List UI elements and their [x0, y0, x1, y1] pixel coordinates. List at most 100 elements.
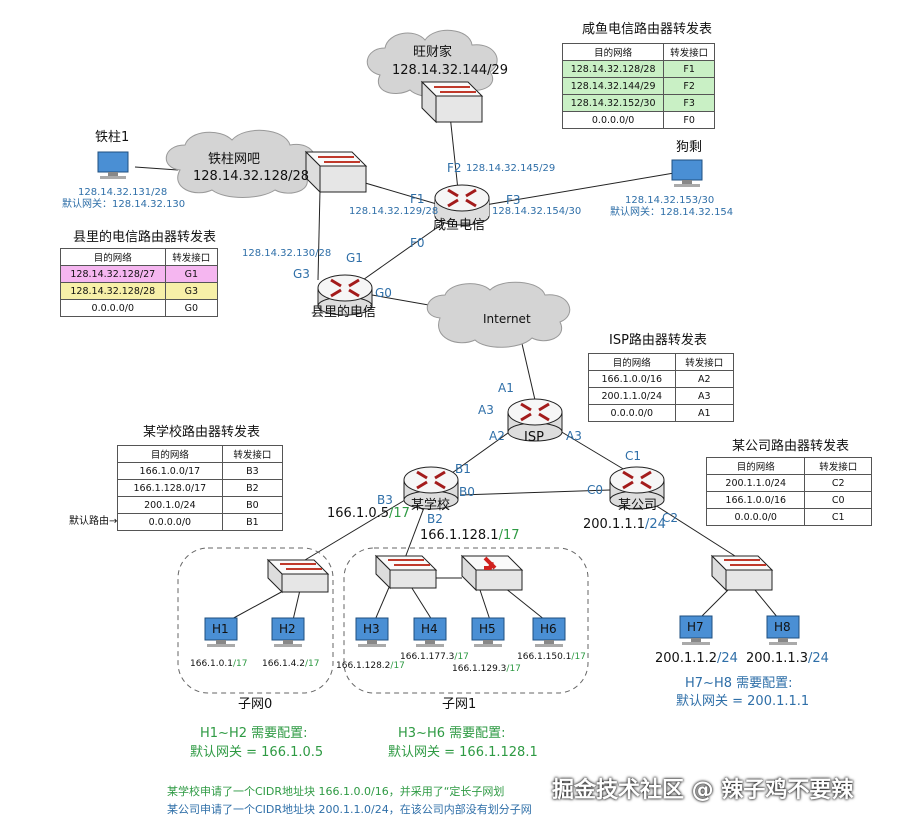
router-name-company: 某公司	[618, 498, 658, 513]
port-ip-f2: 128.14.32.145/29	[466, 163, 556, 174]
port-f1: F1	[410, 192, 425, 206]
subnet0-box	[177, 547, 334, 694]
subnet1-box	[343, 547, 589, 694]
switch-company	[710, 554, 774, 592]
host-ip-prefix: /24	[717, 651, 738, 666]
pc-h2	[271, 617, 305, 647]
pc-tiezhu1	[97, 151, 129, 179]
switch-wangcaijia	[420, 80, 484, 124]
pc-h5	[471, 617, 505, 647]
pc-h4	[413, 617, 447, 647]
table-cell: 166.1.0.0/16	[588, 370, 676, 388]
table-cell: 166.1.0.0/17	[117, 462, 223, 480]
table-cell: 0.0.0.0/0	[588, 404, 676, 422]
host-ip-gousheng: 128.14.32.153/30	[625, 195, 715, 206]
port-ip-b3: 166.1.0.5/17	[327, 506, 410, 522]
subnet0-label: 子网0	[238, 697, 273, 712]
host-ip-prefix: /17	[232, 659, 248, 669]
table-cell: C0	[804, 491, 872, 509]
table-cell: G3	[164, 282, 219, 300]
router-name-isp: ISP	[524, 430, 544, 445]
port-ip-f3: 128.14.32.154/30	[492, 206, 582, 217]
host-ip-prefix: /17	[454, 652, 469, 662]
port-ip-b2-addr: 166.1.128.1	[420, 528, 499, 543]
switch-subnet0	[266, 558, 330, 594]
table-header-cell: 目的网络	[705, 457, 806, 475]
router-name-school: 某学校	[411, 498, 451, 513]
host-ip-prefix: /17	[506, 664, 521, 674]
cloud-wangcaijia	[367, 29, 498, 98]
port-a2: A2	[489, 429, 505, 443]
host-name-tiezhu1: 铁柱1	[95, 130, 130, 145]
table-cell: B3	[221, 462, 284, 480]
host-ip-addr: 166.1.150.1	[517, 652, 572, 662]
cloud-internet	[427, 281, 571, 348]
host-name-h6: H6	[540, 622, 557, 636]
table-title-company: 某公司路由器转发表	[732, 439, 850, 454]
note-h1h2-title: H1~H2 需要配置:	[200, 726, 308, 741]
note-h7h8-gateway: 默认网关 = 200.1.1.1	[676, 694, 810, 709]
host-ip-prefix: /17	[571, 652, 586, 662]
table-header-row: 目的网络转发接口	[705, 457, 872, 475]
router-isp	[507, 398, 563, 442]
host-ip-addr: 200.1.1.2	[655, 651, 718, 666]
table-cell: B0	[221, 496, 284, 514]
port-ip-g3: 128.14.32.130/28	[242, 248, 332, 259]
table-title-isp: ISP路由器转发表	[609, 333, 707, 348]
cloud-label-internet: Internet	[483, 312, 531, 326]
port-b3: B3	[377, 493, 393, 507]
port-f2: F2	[447, 161, 462, 175]
host-name-h4: H4	[421, 622, 438, 636]
port-ip-f1: 128.14.32.129/28	[349, 206, 439, 217]
router-xianyu	[434, 184, 490, 226]
host-pcs	[204, 615, 800, 647]
table-cell: A1	[674, 404, 735, 422]
host-ip-h2: 166.1.4.2/17	[262, 659, 319, 670]
table-header-row: 目的网络转发接口	[60, 248, 219, 266]
footer-watermark: 掘金技术社区 @ 辣子鸡不要辣	[552, 778, 854, 803]
host-ip-h4: 166.1.177.3/17	[400, 652, 469, 663]
port-g1: G1	[346, 251, 363, 265]
table-cell: C1	[804, 508, 872, 526]
table-cell: 200.1.0/24	[117, 496, 223, 514]
port-ip-b3-prefix: /17	[389, 506, 410, 521]
host-gw-tiezhu1: 默认网关：128.14.32.130	[62, 199, 186, 210]
table-cell: G0	[164, 299, 219, 317]
table-header-cell: 转发接口	[164, 248, 219, 266]
table-header-cell: 目的网络	[561, 43, 665, 61]
port-ip-c2: 200.1.1.1/24	[583, 517, 666, 533]
table-cell: 0.0.0.0/0	[705, 508, 806, 526]
table-header-cell: 转发接口	[674, 353, 735, 371]
pc-h8	[766, 615, 800, 645]
host-ip-addr: 166.1.129.3	[452, 664, 507, 674]
switch-tiezhu-bar	[304, 150, 368, 194]
table-cell: G1	[164, 265, 219, 283]
router-name-county: 县里的电信	[311, 305, 377, 320]
table-cell: 128.14.32.128/27	[60, 265, 166, 283]
port-ip-c2-prefix: /24	[645, 517, 666, 532]
port-f3: F3	[506, 193, 521, 207]
port-a1: A1	[498, 381, 514, 395]
host-ip-addr: 166.1.128.2	[336, 661, 391, 671]
table-cell: 166.1.128.0/17	[117, 479, 223, 497]
pc-h3	[355, 617, 389, 647]
note-h3h6-title: H3~H6 需要配置:	[398, 726, 506, 741]
pc-gousheng	[671, 159, 703, 187]
router-school	[403, 466, 459, 510]
port-b0: B0	[459, 485, 475, 499]
host-name-h8: H8	[774, 620, 791, 634]
